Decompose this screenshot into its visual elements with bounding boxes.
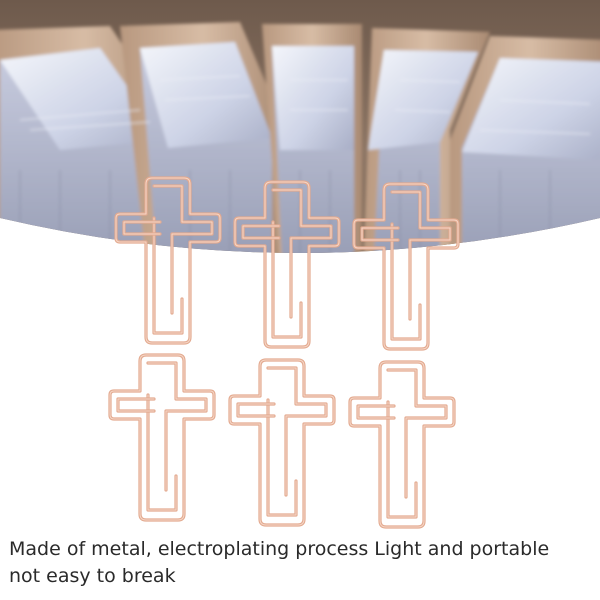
caption-line-1: Made of metal, electroplating process Li… [9,538,550,560]
cross-paper-clip [114,176,222,345]
cross-paper-clip [108,353,216,522]
folders-background [0,0,600,253]
cross-paper-clip [348,360,456,529]
paper-clips [108,176,460,529]
cross-paper-clip [233,180,341,349]
cross-paper-clip [228,358,336,527]
caption-line-2: not easy to break [9,565,176,587]
product-caption: Made of metal, electroplating process Li… [9,536,594,590]
cross-paper-clip [352,182,460,351]
